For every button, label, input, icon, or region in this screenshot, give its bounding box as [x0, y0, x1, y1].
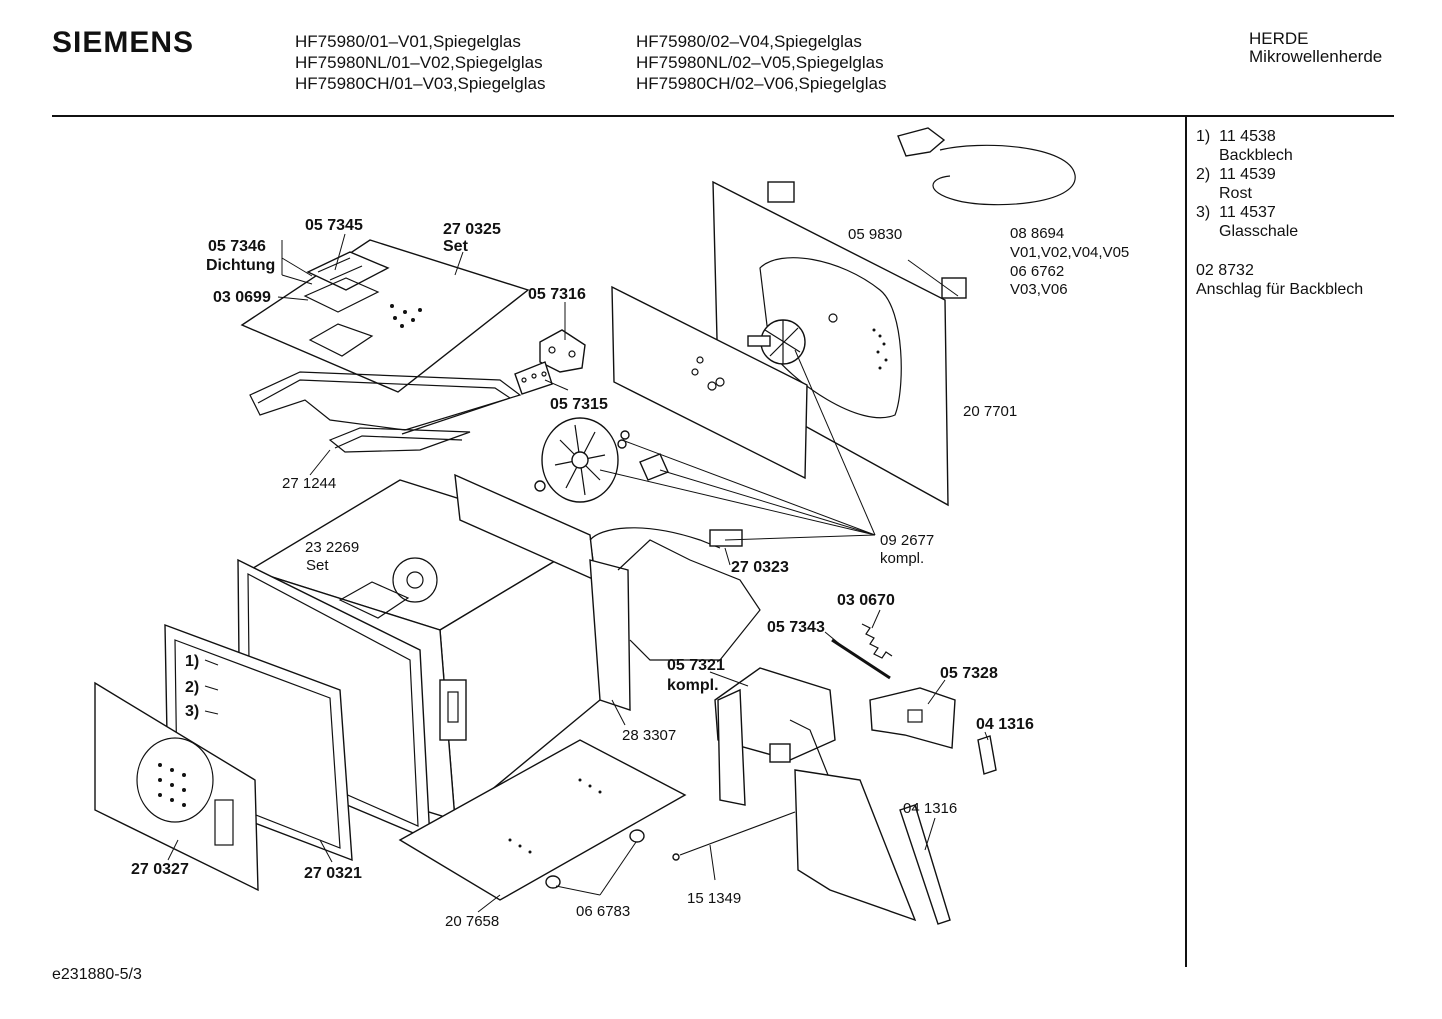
- model-line: HF75980/02–V04,Spiegelglas: [636, 32, 862, 51]
- label-092677-desc: kompl.: [880, 550, 924, 567]
- accessory-item: 1) 11 4538: [1196, 128, 1276, 145]
- sidebar-divider: [1185, 117, 1187, 967]
- label-041316-guide: 04 1316: [976, 716, 1034, 733]
- label-207658: 20 7658: [445, 913, 499, 930]
- label-066762-variants: V03,V06: [1010, 281, 1068, 298]
- model-line: HF75980NL/01–V02,Spiegelglas: [295, 53, 543, 72]
- latch-057328: [869, 687, 956, 749]
- label-030699: 03 0699: [213, 289, 271, 306]
- small-parts: [617, 430, 669, 481]
- label-232269: 23 2269: [305, 539, 359, 556]
- extra-part-desc: Anschlag für Backblech: [1196, 281, 1364, 298]
- label-index-2: 2): [185, 679, 199, 696]
- model-line: HF75980CH/02–V06,Spiegelglas: [636, 74, 887, 93]
- label-057321-desc: kompl.: [667, 677, 719, 694]
- part-labels: 05 7345 27 0325 Set 05 7346 Dichtung 03 …: [131, 217, 1129, 930]
- label-270327: 27 0327: [131, 861, 189, 878]
- spring-030670: [861, 623, 893, 659]
- label-030670: 03 0670: [837, 592, 895, 609]
- cable-151349: [672, 811, 796, 861]
- label-041316-bracket: 04 1316: [903, 800, 957, 817]
- category-title: HERDE: [1249, 29, 1309, 48]
- model-line: HF75980CH/01–V03,Spiegelglas: [295, 74, 546, 93]
- side-bracket: [794, 769, 951, 925]
- bracket-057316: [539, 329, 586, 373]
- extra-part-number: 02 8732: [1196, 262, 1254, 279]
- fan-motor: [747, 319, 806, 365]
- accessory-item: 3) 11 4537: [1196, 204, 1276, 221]
- label-092677: 09 2677: [880, 532, 934, 549]
- label-057328: 05 7328: [940, 665, 998, 682]
- accessory-desc: Glasschale: [1219, 223, 1299, 240]
- accessory-item: 2) 11 4539: [1196, 166, 1276, 183]
- label-057346: 05 7346: [208, 238, 266, 255]
- accessory-desc: Backblech: [1219, 147, 1293, 164]
- exploded-view-diagram: 05 7345 27 0325 Set 05 7346 Dichtung 03 …: [94, 127, 1129, 930]
- accessory-list: 1) 11 4538 Backblech 2) 11 4539 Rost 3) …: [1196, 127, 1363, 299]
- label-271244: 27 1244: [282, 475, 336, 492]
- model-line: HF75980NL/02–V05,Spiegelglas: [636, 53, 884, 72]
- label-270325-set: Set: [443, 238, 469, 255]
- label-066762: 06 6762: [1010, 263, 1064, 280]
- label-057321: 05 7321: [667, 657, 725, 674]
- header-divider: [52, 115, 1394, 117]
- brand-logo: SIEMENS: [52, 26, 195, 59]
- rod-057343: [831, 638, 891, 680]
- label-207701: 20 7701: [963, 403, 1017, 420]
- model-line: HF75980/01–V01,Spiegelglas: [295, 32, 521, 51]
- label-270323: 27 0323: [731, 559, 789, 576]
- label-270321: 27 0321: [304, 865, 362, 882]
- wiring-harness: [589, 527, 761, 661]
- switch-assembly-057321: [714, 667, 836, 806]
- document-id: e231880-5/3: [52, 966, 142, 983]
- label-066783: 06 6783: [576, 903, 630, 920]
- accessory-desc: Rost: [1219, 185, 1252, 202]
- top-panel: [240, 239, 530, 393]
- door-inner-panel: [94, 681, 259, 892]
- base-plate: [398, 739, 687, 901]
- label-057316: 05 7316: [528, 286, 586, 303]
- rear-wall: [712, 180, 967, 507]
- label-057346-desc: Dichtung: [206, 257, 275, 274]
- fan-wheel: [534, 417, 619, 503]
- feet: [545, 829, 645, 889]
- label-057315: 05 7315: [550, 396, 608, 413]
- label-index-3: 3): [185, 703, 199, 720]
- leader-lines: [167, 233, 989, 913]
- label-232269-set: Set: [306, 557, 329, 574]
- guide-041316: [977, 735, 997, 775]
- label-270325: 27 0325: [443, 221, 501, 238]
- label-057343: 05 7343: [767, 619, 825, 636]
- label-059830: 05 9830: [848, 226, 902, 243]
- heating-element: [249, 371, 522, 453]
- terminal-057315: [514, 361, 553, 395]
- label-151349: 15 1349: [687, 890, 741, 907]
- fan-cover: [611, 285, 808, 480]
- label-283307: 28 3307: [622, 727, 676, 744]
- model-list-left: HF75980/01–V01,Spiegelglas HF75980NL/01–…: [295, 31, 545, 94]
- model-list-right: HF75980/02–V04,Spiegelglas HF75980NL/02–…: [636, 31, 886, 94]
- category-block: HERDE Mikrowellenherde: [1249, 30, 1382, 66]
- label-index-1: 1): [185, 653, 199, 670]
- label-088694: 08 8694: [1010, 225, 1064, 242]
- label-057345: 05 7345: [305, 217, 363, 234]
- power-cord: [897, 127, 1076, 206]
- label-088694-variants: V01,V02,V04,V05: [1010, 244, 1129, 261]
- category-subtitle: Mikrowellenherde: [1249, 47, 1383, 66]
